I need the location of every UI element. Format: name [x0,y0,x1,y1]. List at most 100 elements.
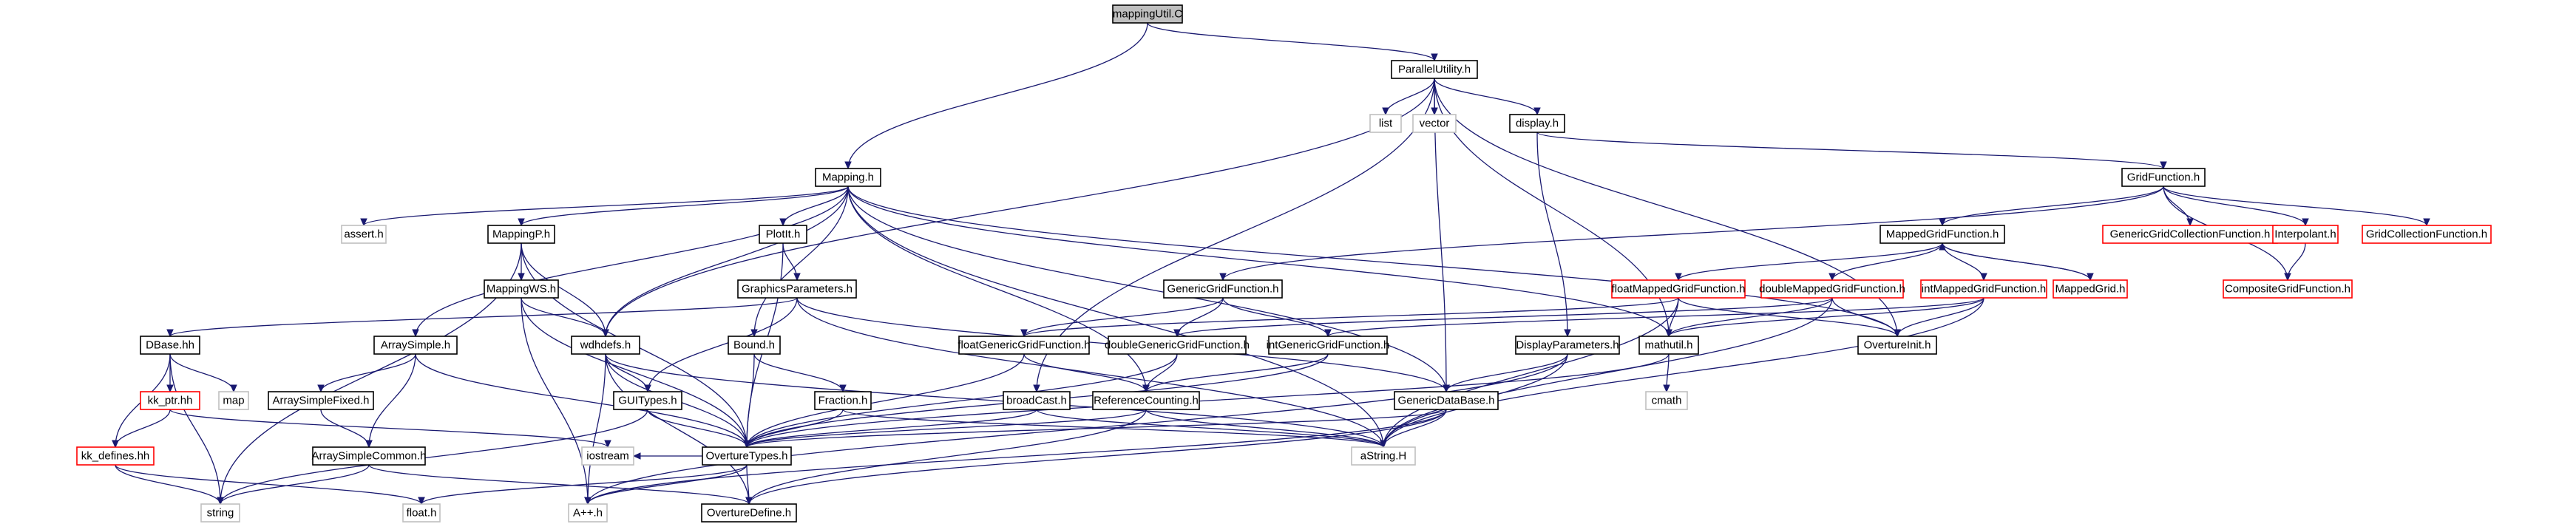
node-box [1003,391,1071,410]
edge-Interpolant-to-CompositeGridFunction [2284,242,2306,282]
node-PlotIt[interactable]: PlotIt.h [759,225,807,244]
node-box [484,279,559,299]
node-label: GenericGridFunction.h [1167,283,1279,296]
edge-intMappedGridFunction-to-aString [1380,297,1984,449]
node-mappingUtil[interactable]: mappingUtil.C [1112,4,1183,24]
node-box [1638,336,1699,355]
node-mathutil[interactable]: mathutil.h [1638,336,1699,355]
node-box [76,446,155,466]
node-kk_ptr[interactable]: kk_ptr.hh [140,391,200,410]
node-floatMappedGridFunction[interactable]: floatMappedGridFunction.h [1611,279,1746,299]
node-label: vector [1420,118,1450,130]
node-ArraySimpleCommon[interactable]: ArraySimpleCommon.h [311,446,427,466]
node-MappedGridFunction[interactable]: MappedGridFunction.h [1880,225,2005,244]
node-label: iostream [586,450,629,463]
node-label: ParallelUtility.h [1398,64,1471,76]
node-label: display.h [1516,118,1559,130]
node-App: A++.h [568,503,608,523]
edge-GenericDataBase-to-OvertureTypes [743,409,1447,449]
edge-intMappedGridFunction-to-intGenericGridFunction [1324,297,1984,338]
node-doubleMappedGridFunction[interactable]: doubleMappedGridFunction.h [1759,279,1905,299]
edge-OvertureTypes-to-float [418,464,748,506]
node-Fraction[interactable]: Fraction.h [814,391,872,410]
node-intGenericGridFunction[interactable]: intGenericGridFunction.h [1267,336,1390,355]
edge-mathutil-to-OvertureTypes [743,353,1670,449]
node-GenericGridFunction[interactable]: GenericGridFunction.h [1163,279,1283,299]
edge-MappedGrid-to-MappedGridFunction [1939,242,2091,281]
node-box [759,225,807,244]
node-label: intGenericGridFunction.h [1267,339,1390,352]
node-ReferenceCounting[interactable]: ReferenceCounting.h [1092,391,1200,410]
node-label: doubleMappedGridFunction.h [1759,283,1905,296]
node-Interpolant[interactable]: Interpolant.h [2272,225,2339,244]
node-label: intMappedGridFunction.h [1922,283,2046,296]
node-label: wdhdefs.h [580,339,631,352]
edge-Bound-to-Fraction [753,353,847,393]
node-box [815,168,881,187]
node-floatGenericGridFunction[interactable]: floatGenericGridFunction.h [957,336,1091,355]
edge-GenericDataBase-to-aString [1380,409,1447,449]
node-box [1112,4,1183,24]
node-GridFunction[interactable]: GridFunction.h [2121,168,2206,187]
edge-kk_ptr-to-iostream [169,409,611,449]
node-box [402,503,441,523]
node-DisplayParameters[interactable]: DisplayParameters.h [1515,336,1620,355]
node-label: MappingP.h [492,228,550,241]
node-box [728,336,781,355]
node-box [341,225,387,244]
node-box [1645,391,1688,410]
node-label: MappedGrid.h [2055,283,2125,296]
node-ArraySimple[interactable]: ArraySimple.h [373,336,458,355]
edge-wdhdefs-to-App [584,353,606,506]
node-label: OvertureDefine.h [707,507,791,520]
node-ParallelUtility[interactable]: ParallelUtility.h [1391,60,1478,79]
edge-Mapping-to-ArraySimple [412,186,849,338]
node-box [1268,336,1388,355]
node-OvertureDefine[interactable]: OvertureDefine.h [701,503,797,523]
edge-GenericGridFunction-to-intGenericGridFunction [1222,297,1332,338]
node-label: OvertureInit.h [1864,339,1931,352]
node-label: MappedGridFunction.h [1886,228,1999,241]
node-aString: aString.H [1351,446,1416,466]
edge-Mapping-to-assert [360,186,849,227]
node-CompositeGridFunction[interactable]: CompositeGridFunction.h [2223,279,2353,299]
node-GenericGridCollectionFunction[interactable]: GenericGridCollectionFunction.h [2102,225,2278,244]
node-box [2272,225,2339,244]
node-wdhdefs[interactable]: wdhdefs.h [571,336,640,355]
node-GridCollectionFunction[interactable]: GridCollectionFunction.h [2362,225,2492,244]
node-OvertureTypes[interactable]: OvertureTypes.h [702,446,792,466]
edge-floatMappedGridFunction-to-floatGenericGridFunction [1020,297,1679,338]
node-DBase[interactable]: DBase.hh [140,336,200,355]
node-Mapping[interactable]: Mapping.h [815,168,881,187]
node-kk_defines[interactable]: kk_defines.hh [76,446,155,466]
node-box [1391,60,1478,79]
node-GraphicsParameters[interactable]: GraphicsParameters.h [737,279,857,299]
node-OvertureInit[interactable]: OvertureInit.h [1857,336,1937,355]
node-GUITypes[interactable]: GUITypes.h [613,391,682,410]
node-display[interactable]: display.h [1509,114,1565,133]
node-box [218,391,249,410]
edge-kk_ptr-to-kk_defines [112,409,171,449]
node-label: ReferenceCounting.h [1094,395,1199,407]
node-MappingP[interactable]: MappingP.h [487,225,555,244]
edge-floatGenericGridFunction-to-ReferenceCounting [1023,353,1150,393]
node-Bound[interactable]: Bound.h [728,336,781,355]
edge-doubleMappedGridFunction-to-aString [1380,297,1833,449]
node-broadCast[interactable]: broadCast.h [1003,391,1071,410]
node-label: Bound.h [733,339,775,352]
edge-DBase-to-string [169,353,224,506]
node-intMappedGridFunction[interactable]: intMappedGridFunction.h [1920,279,2047,299]
node-MappingWS[interactable]: MappingWS.h [484,279,559,299]
node-MappedGrid[interactable]: MappedGrid.h [2053,279,2128,299]
node-box [568,503,608,523]
node-doubleGenericGridFunction[interactable]: doubleGenericGridFunction.h [1105,336,1250,355]
edge-GenericDataBase-to-OvertureDefine [745,409,1447,506]
node-map: map [218,391,249,410]
node-label: kk_ptr.hh [148,395,193,407]
node-ArraySimpleFixed[interactable]: ArraySimpleFixed.h [268,391,374,410]
node-GenericDataBase[interactable]: GenericDataBase.h [1394,391,1499,410]
node-box [1108,336,1247,355]
edge-DBase-to-map [169,353,237,393]
